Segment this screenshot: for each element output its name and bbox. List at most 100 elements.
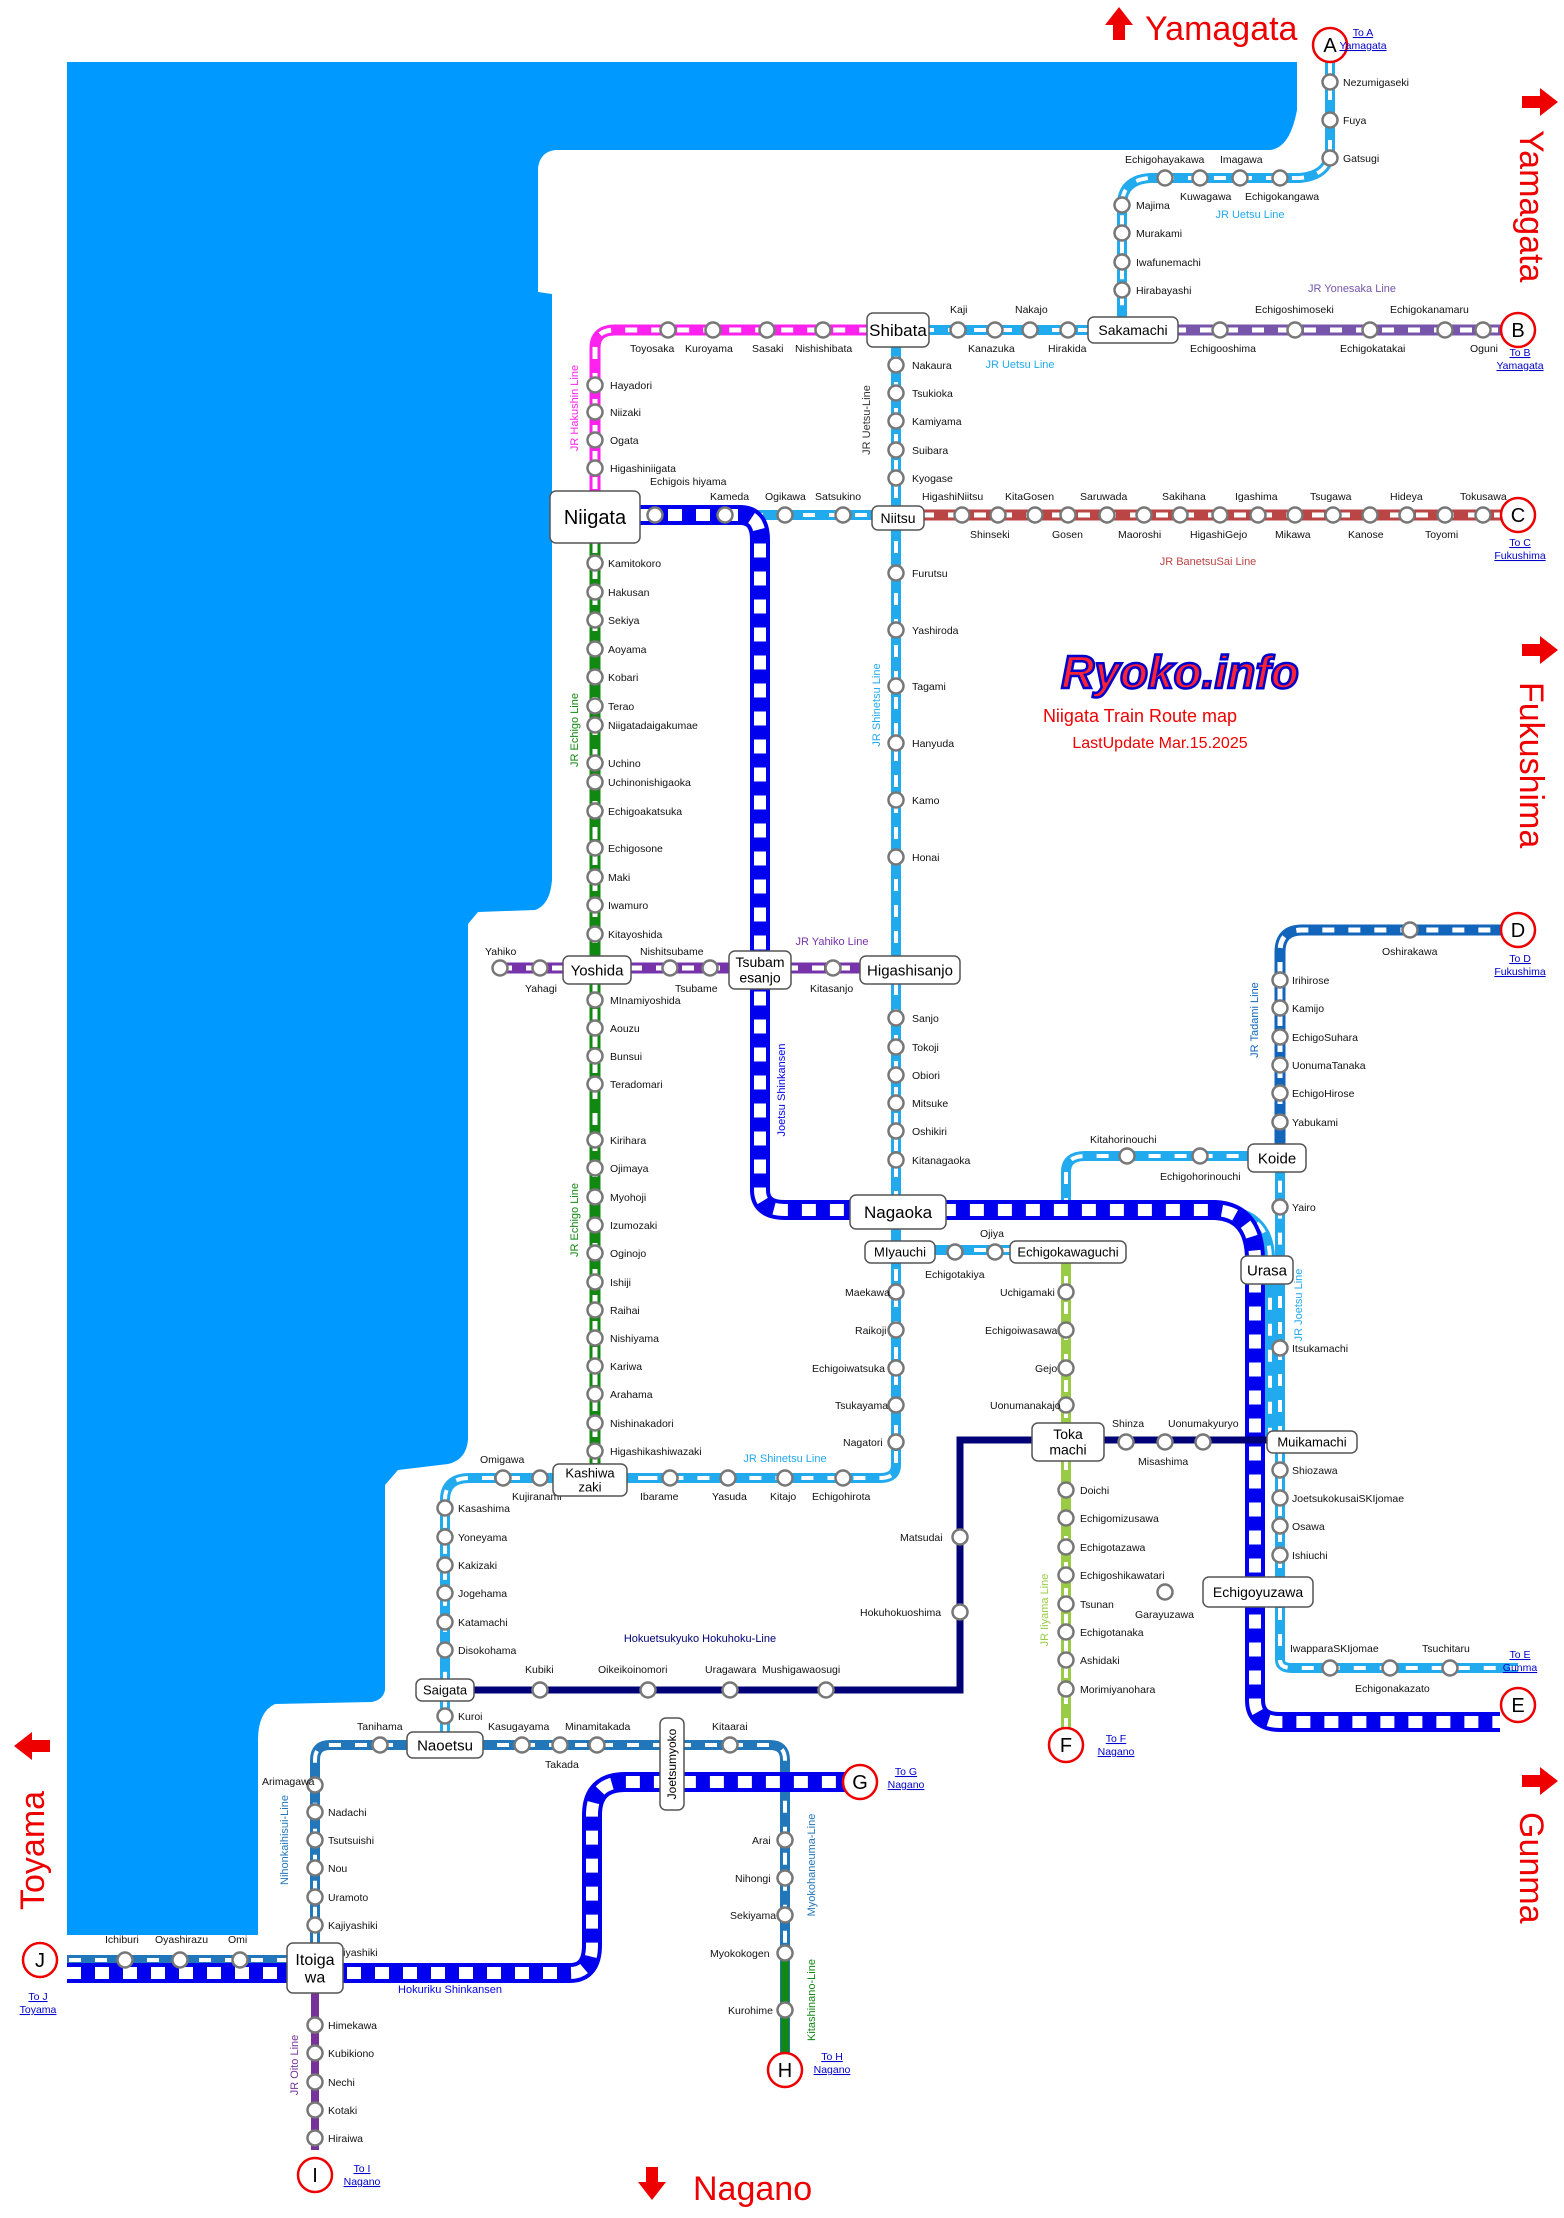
station-marker[interactable]: Uonumakyuryo (1168, 1418, 1239, 1451)
station-marker[interactable]: Nou (306, 1859, 348, 1877)
exit-link[interactable]: To F (1106, 1733, 1126, 1745)
exit-circle[interactable] (766, 2051, 804, 2089)
station-marker[interactable]: Minamitakada (565, 1721, 631, 1754)
station-dot[interactable] (586, 1273, 604, 1291)
station-marker[interactable]: Izumozaki (586, 1216, 658, 1234)
station-dot[interactable] (586, 716, 604, 734)
station-marker[interactable]: Uramoto (306, 1888, 369, 1906)
station-marker[interactable]: Kujiranami (512, 1469, 562, 1504)
station-dot[interactable] (1059, 506, 1077, 524)
station-dot[interactable] (1271, 1489, 1289, 1507)
exit-destination[interactable]: Fukushima (1494, 966, 1546, 978)
station-dot[interactable] (1436, 506, 1454, 524)
station-marker[interactable]: Mushigawaosugi (762, 1664, 840, 1699)
major-station-box[interactable] (552, 1463, 628, 1497)
station-dot[interactable] (513, 1736, 531, 1754)
station-marker[interactable]: IwapparaSKIjomae (1290, 1643, 1379, 1677)
major-station[interactable]: Sakamachi (1087, 316, 1179, 344)
station-dot[interactable] (1271, 1056, 1289, 1074)
major-station[interactable]: Muikamachi (1266, 1430, 1358, 1454)
station-dot[interactable] (887, 1321, 905, 1339)
major-station-box[interactable] (1009, 1240, 1127, 1264)
station-dot[interactable] (1057, 1359, 1075, 1377)
station-marker[interactable]: Echigooshima (1190, 321, 1256, 356)
station-marker[interactable]: Tsubame (675, 959, 719, 996)
station-dot[interactable] (776, 1831, 794, 1849)
station-marker[interactable]: Echigoshikawatari (1057, 1566, 1165, 1584)
station-dot[interactable] (1113, 281, 1131, 299)
station-marker[interactable]: Fuya (1321, 111, 1367, 129)
station-dot[interactable] (1026, 506, 1044, 524)
station-marker[interactable]: Doichi (1057, 1481, 1110, 1499)
station-dot[interactable] (887, 356, 905, 374)
station-dot[interactable] (1401, 921, 1419, 939)
station-dot[interactable] (586, 1019, 604, 1037)
station-dot[interactable] (588, 1736, 606, 1754)
station-dot[interactable] (887, 1151, 905, 1169)
station-dot[interactable] (1474, 506, 1492, 524)
station-dot[interactable] (834, 1469, 852, 1487)
major-station-box[interactable] (1266, 1430, 1358, 1454)
station-dot[interactable] (776, 1906, 794, 1924)
major-station-box[interactable] (871, 505, 925, 531)
exit-link[interactable]: To J (28, 1991, 47, 2003)
major-station-box[interactable] (1247, 1143, 1307, 1173)
station-marker[interactable]: Omigawa (480, 1454, 525, 1487)
station-dot[interactable] (646, 506, 664, 524)
exit-link[interactable]: To C (1509, 537, 1531, 549)
station-marker[interactable]: Kamo (887, 791, 940, 809)
station-dot[interactable] (1286, 321, 1304, 339)
major-station-box[interactable] (286, 1942, 344, 1994)
station-dot[interactable] (949, 321, 967, 339)
station-dot[interactable] (953, 506, 971, 524)
station-marker[interactable]: Yahiko (485, 946, 516, 977)
station-marker[interactable]: Murakami (1113, 224, 1183, 242)
station-dot[interactable] (586, 1188, 604, 1206)
station-marker[interactable]: Bunsui (586, 1047, 643, 1065)
station-marker[interactable]: Kitanagaoka (887, 1151, 971, 1169)
station-dot[interactable] (1321, 1659, 1339, 1677)
station-marker[interactable]: EchigoHirose (1271, 1084, 1355, 1102)
major-station[interactable]: Niigata (549, 490, 641, 544)
station-dot[interactable] (1057, 1481, 1075, 1499)
station-dot[interactable] (887, 1038, 905, 1056)
station-marker[interactable]: UonumaTanaka (1271, 1056, 1366, 1074)
station-marker[interactable]: Ichiburi (105, 1934, 139, 1969)
exit-link[interactable]: To H (821, 2051, 843, 2063)
station-dot[interactable] (306, 2044, 324, 2062)
station-dot[interactable] (1398, 506, 1416, 524)
station-dot[interactable] (586, 431, 604, 449)
major-station[interactable]: Nagaoka (849, 1194, 947, 1230)
station-marker[interactable]: Arai (752, 1831, 794, 1849)
station-marker[interactable]: Kanazuka (968, 321, 1015, 356)
station-marker[interactable]: Suibara (887, 441, 949, 459)
station-marker[interactable]: Echigoakatsuka (586, 802, 683, 820)
station-marker[interactable]: Aouzu (586, 1019, 640, 1037)
station-marker[interactable]: Tagami (887, 677, 946, 695)
station-dot[interactable] (1271, 169, 1289, 187)
station-dot[interactable] (586, 1159, 604, 1177)
station-dot[interactable] (1057, 1321, 1075, 1339)
station-marker[interactable]: Ojimaya (586, 1159, 649, 1177)
station-marker[interactable]: EchigoSuhara (1271, 1028, 1359, 1046)
major-station[interactable]: Shibata (866, 312, 930, 348)
station-marker[interactable]: Yasuda (712, 1469, 747, 1504)
station-marker[interactable]: Oyashirazu (155, 1934, 208, 1969)
station-marker[interactable]: Kubiki (525, 1664, 554, 1699)
station-dot[interactable] (306, 1831, 324, 1849)
station-marker[interactable]: Misashima (1138, 1433, 1188, 1469)
station-dot[interactable] (1057, 1651, 1075, 1669)
station-marker[interactable]: Saruwada (1080, 491, 1127, 524)
station-marker[interactable]: Kubikiono (306, 2044, 375, 2062)
station-dot[interactable] (1271, 971, 1289, 989)
exit-destination[interactable]: Nagano (1098, 1746, 1135, 1758)
station-dot[interactable] (586, 1244, 604, 1262)
station-marker[interactable]: Kitajo (770, 1469, 796, 1504)
station-marker[interactable]: Tsunan (1057, 1595, 1115, 1613)
exit-link[interactable]: To I (354, 2163, 371, 2175)
